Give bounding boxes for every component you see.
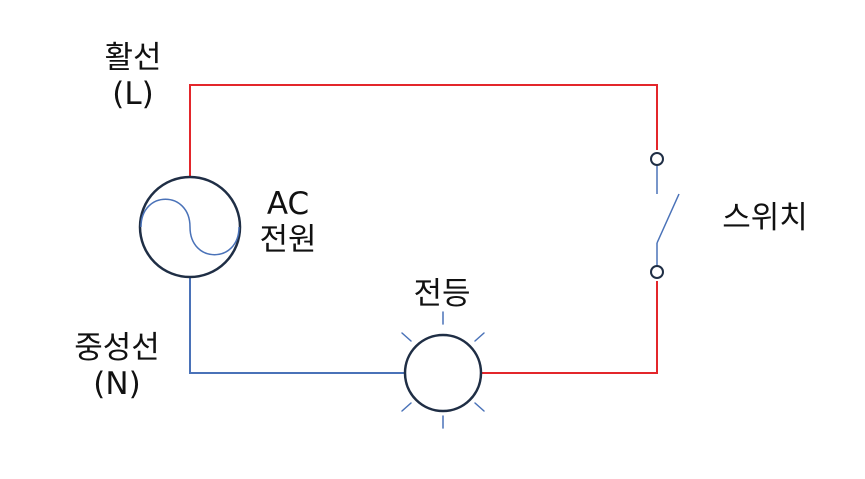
switch-blade xyxy=(656,193,680,244)
switch-bottom-terminal xyxy=(650,265,664,279)
neutral-wire-label-text: 중성선 xyxy=(74,330,160,366)
switch-label-text: 스위치 xyxy=(722,200,808,236)
ac-source-label-line1: AC xyxy=(266,186,310,222)
lamp xyxy=(401,311,485,429)
live-wire-return xyxy=(482,281,658,374)
ac-source xyxy=(138,175,242,279)
live-wire-label-text: 활선 xyxy=(104,40,162,76)
switch-label: 스위치 xyxy=(700,200,830,236)
live-wire-label: 활선 (L) xyxy=(88,40,178,112)
switch-top-terminal xyxy=(650,152,664,166)
lamp-ray-top-right xyxy=(474,332,485,342)
lamp-circle xyxy=(403,333,483,413)
neutral-wire-label: 중성선 (N) xyxy=(52,330,182,402)
ac-sine-wave xyxy=(140,198,240,256)
lamp-rays xyxy=(401,311,485,429)
neutral-wire-label-symbol: (N) xyxy=(93,366,141,402)
lamp-label: 전등 xyxy=(390,276,494,312)
ac-source-label-line2: 전원 xyxy=(259,222,317,258)
lamp-ray-top-left xyxy=(401,332,412,342)
live-wire xyxy=(189,84,658,176)
ac-source-label: AC 전원 xyxy=(240,186,336,258)
switch xyxy=(650,152,680,279)
neutral-wire xyxy=(189,278,404,374)
lamp-label-text: 전등 xyxy=(413,276,471,312)
live-wire-label-symbol: (L) xyxy=(112,76,154,112)
lamp-ray-bottom-left xyxy=(401,402,412,412)
lamp-ray-bottom-right xyxy=(474,402,485,412)
